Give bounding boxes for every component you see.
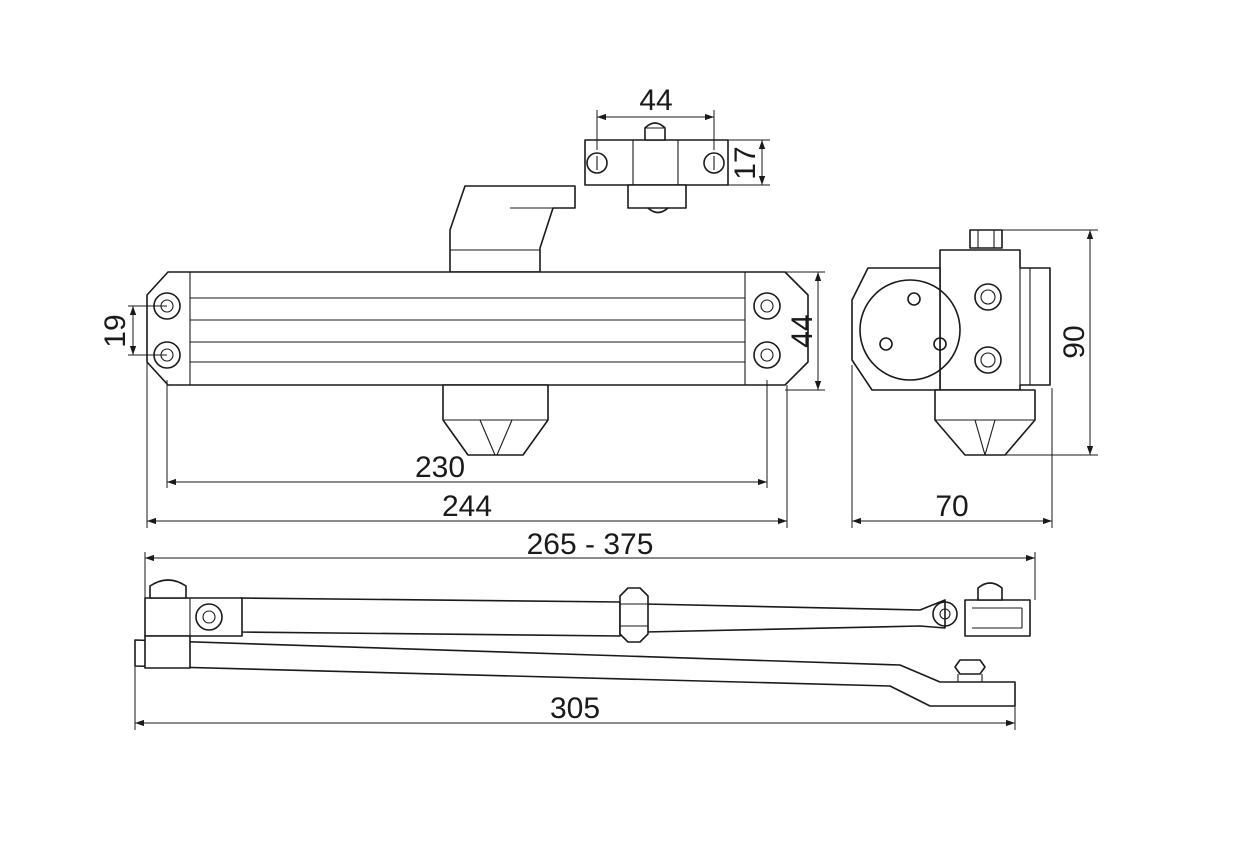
dim-arm-span: 265 - 375: [527, 528, 654, 561]
dim-side-width: 70: [935, 490, 968, 523]
dimension-lines: [128, 110, 1098, 730]
side-view: [851, 229, 1051, 456]
closer-body: [146, 271, 809, 456]
dim-arm-length: 305: [550, 692, 600, 725]
dim-body-height: 44: [786, 314, 819, 347]
top-mounting-bracket: [449, 122, 729, 273]
dim-body-length: 244: [442, 490, 492, 523]
dim-side-height: 90: [1058, 325, 1091, 358]
dim-bracket-height: 17: [729, 146, 762, 179]
arm-assembly-view: [134, 579, 1031, 707]
dim-bracket-width: 44: [639, 84, 672, 117]
front-view: [146, 122, 809, 456]
dim-hole-spacing: 19: [99, 314, 132, 347]
dim-hole-span: 230: [415, 451, 465, 484]
